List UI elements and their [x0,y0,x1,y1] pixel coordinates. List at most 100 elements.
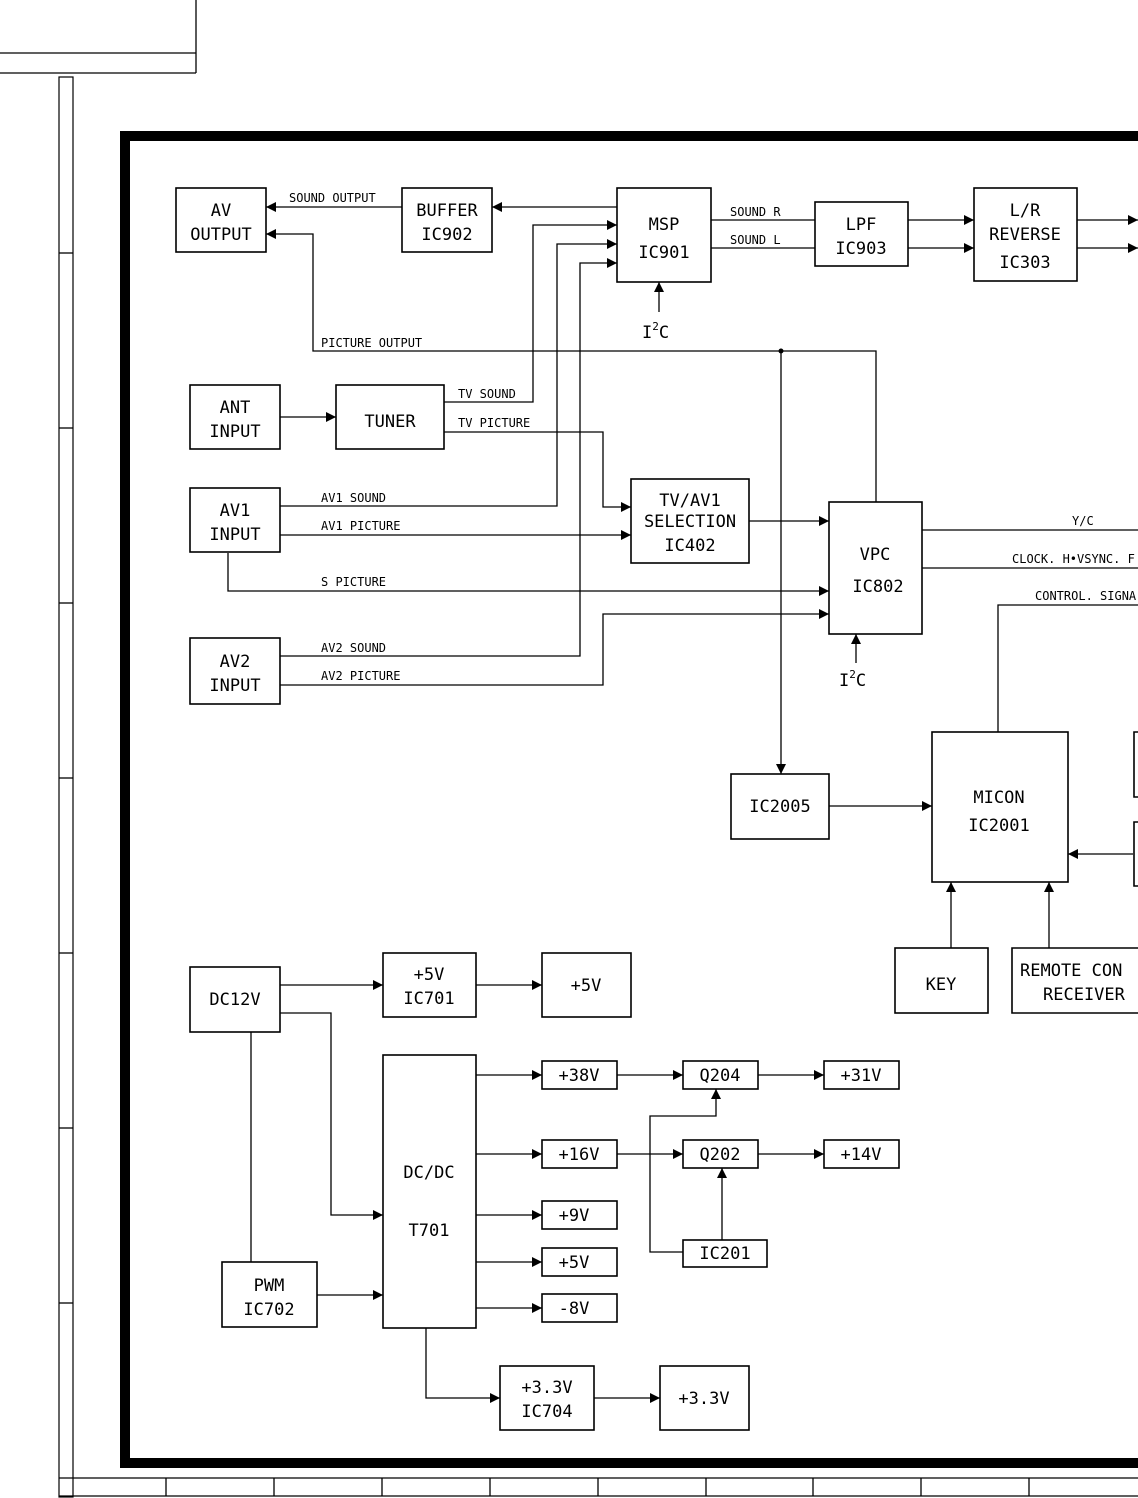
svg-text:IC2005: IC2005 [749,797,810,817]
signal-wires [227,202,1138,1403]
svg-text:+14V: +14V [841,1145,882,1165]
svg-text:+16V: +16V [559,1145,600,1165]
svg-text:IC903: IC903 [835,239,886,259]
diagram-border [120,131,1138,1468]
block-v38: +38V [541,1060,618,1090]
svg-text:OUTPUT: OUTPUT [190,225,251,245]
label-sound-output: SOUND OUTPUT [289,191,376,205]
block-lr-reverse-ic303: L/R REVERSE IC303 [973,187,1078,282]
block-tv-av1-selection-ic402: TV/AV1 SELECTION IC402 [630,478,750,564]
block-pwm-ic702: PWM IC702 [221,1261,318,1328]
label-tv-sound: TV SOUND [458,387,516,401]
label-clock-sync: CLOCK. H•VSYNC. F [1012,552,1135,566]
label-picture-output: PICTURE OUTPUT [321,336,422,350]
svg-text:+3.3V: +3.3V [521,1378,572,1398]
label-sound-l: SOUND L [730,233,781,247]
svg-text:+5V: +5V [559,1253,590,1273]
block-out-5v-a: +5V [541,952,632,1018]
svg-text:+3.3V: +3.3V [678,1389,729,1409]
label-av2-picture: AV2 PICTURE [321,669,400,683]
svg-text:MICON: MICON [973,788,1024,808]
block-ant-input: ANT INPUT [189,384,281,450]
svg-text:+5V: +5V [414,965,445,985]
label-av2-sound: AV2 SOUND [321,641,386,655]
svg-text:INPUT: INPUT [209,676,260,696]
block-micon-ic2001: MICON IC2001 [931,731,1069,883]
block-dcdc-t701: DC/DC T701 [382,1054,477,1329]
svg-text:+38V: +38V [559,1066,600,1086]
svg-text:IC702: IC702 [243,1300,294,1320]
svg-text:IC901: IC901 [638,243,689,263]
svg-text:DC12V: DC12V [209,990,260,1010]
block-v16: +16V [541,1139,618,1169]
svg-text:IC303: IC303 [999,253,1050,273]
svg-text:KEY: KEY [926,975,957,995]
svg-text:IC902: IC902 [421,225,472,245]
block-v33: +3.3V [659,1365,750,1431]
block-q204: Q204 [682,1060,759,1090]
label-av1-picture: AV1 PICTURE [321,519,400,533]
svg-text:MSP: MSP [649,215,680,235]
svg-text:-8V: -8V [559,1299,590,1319]
block-ic2005: IC2005 [730,773,830,840]
svg-text:BUFFER: BUFFER [416,201,478,221]
svg-text:+9V: +9V [559,1206,590,1226]
svg-text:IC402: IC402 [664,536,715,556]
block-lpf-ic903: LPF IC903 [814,201,909,267]
svg-text:REVERSE: REVERSE [989,225,1061,245]
block-ic701: +5V IC701 [382,952,477,1018]
label-yc: Y/C [1072,514,1094,528]
label-control-signal: CONTROL. SIGNA [1035,589,1137,603]
svg-text:+5V: +5V [571,976,602,996]
svg-text:PWM: PWM [254,1276,285,1296]
svg-text:IC201: IC201 [699,1244,750,1264]
block-tuner: TUNER [335,384,445,450]
svg-text:LPF: LPF [846,215,877,235]
label-av1-sound: AV1 SOUND [321,491,386,505]
svg-text:Q202: Q202 [700,1145,741,1165]
block-key: KEY [894,947,989,1014]
label-i2c-vpc: I2C [839,668,866,691]
block-v5: +5V [541,1247,618,1277]
block-v31: +31V [823,1060,900,1090]
block-vm8: -8V [541,1293,618,1323]
svg-text:ANT: ANT [220,398,251,418]
svg-text:IC704: IC704 [521,1402,572,1422]
svg-text:Q204: Q204 [700,1066,741,1086]
svg-text:INPUT: INPUT [209,422,260,442]
offpage-block-lower [1133,821,1138,887]
block-vpc-ic802: VPC IC802 [828,501,923,635]
svg-text:IC802: IC802 [852,577,903,597]
svg-text:TV/AV1: TV/AV1 [659,491,720,511]
svg-text:AV2: AV2 [220,652,251,672]
block-av2-input: AV2 INPUT [189,637,281,705]
label-s-picture: S PICTURE [321,575,386,589]
svg-text:+31V: +31V [841,1066,882,1086]
svg-text:RECEIVER: RECEIVER [1043,985,1126,1005]
svg-text:SELECTION: SELECTION [644,512,736,532]
svg-text:IC701: IC701 [403,989,454,1009]
block-dc12v: DC12V [189,966,281,1033]
block-v14: +14V [823,1139,900,1169]
svg-text:REMOTE CON: REMOTE CON [1020,961,1122,981]
svg-text:AV: AV [211,201,231,221]
block-av-output: AV OUTPUT [175,187,267,253]
block-v9: +9V [541,1200,618,1230]
block-buffer-ic902: BUFFER IC902 [401,187,493,253]
svg-text:IC2001: IC2001 [968,816,1029,836]
block-msp-ic901: MSP IC901 [616,187,712,283]
offpage-block-upper [1133,731,1138,798]
label-tv-picture: TV PICTURE [458,416,530,430]
block-ic201: IC201 [682,1239,768,1268]
svg-text:AV1: AV1 [220,501,251,521]
block-q202: Q202 [682,1139,759,1169]
label-sound-r: SOUND R [730,205,781,219]
block-ic704: +3.3V IC704 [499,1365,595,1431]
svg-text:L/R: L/R [1010,201,1041,221]
label-i2c-msp: I2C [642,320,669,343]
block-av1-input: AV1 INPUT [189,487,281,553]
svg-text:INPUT: INPUT [209,525,260,545]
block-remote-receiver: REMOTE CON RECEIVER [1011,947,1138,1014]
